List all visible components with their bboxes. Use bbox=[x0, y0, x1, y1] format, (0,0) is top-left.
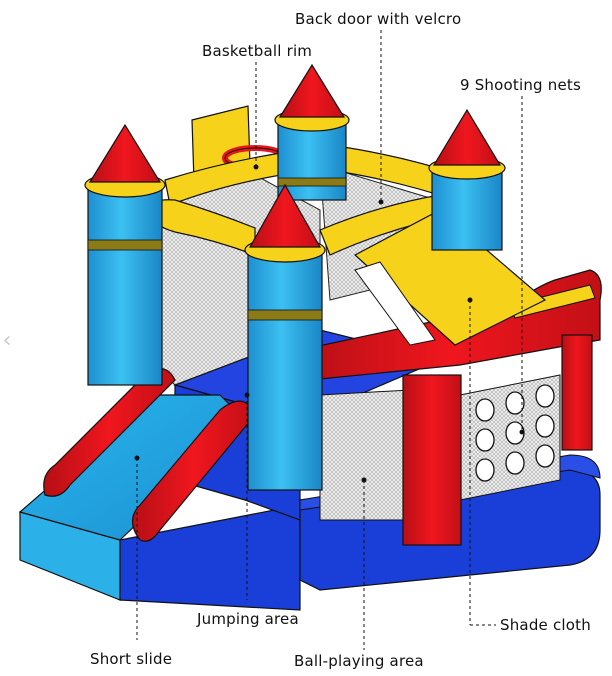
tower-back-right bbox=[428, 108, 506, 251]
red-pillar-right bbox=[561, 334, 593, 451]
shooting-nets bbox=[475, 384, 555, 482]
label-basketball-rim: Basketball rim bbox=[202, 42, 313, 60]
label-back-door: Back door with velcro bbox=[295, 10, 462, 28]
callout-dots bbox=[134, 164, 525, 483]
label-jumping-area: Jumping area bbox=[197, 610, 299, 628]
shade-roof-window bbox=[354, 261, 436, 346]
red-pillar-left bbox=[402, 374, 462, 546]
shade-roof bbox=[353, 209, 547, 346]
callout-leaders bbox=[136, 30, 523, 650]
tower-back-left bbox=[84, 123, 166, 386]
label-short-slide: Short slide bbox=[90, 650, 173, 668]
label-shooting-nets: 9 Shooting nets bbox=[460, 76, 581, 94]
label-ball-playing-area: Ball-playing area bbox=[294, 652, 424, 670]
label-shade-cloth: Shade cloth bbox=[500, 616, 591, 634]
tower-front bbox=[244, 183, 326, 491]
tower-back-center bbox=[274, 63, 350, 201]
slide-rail-right bbox=[131, 400, 256, 542]
prev-image-chevron-icon[interactable]: ‹ bbox=[2, 327, 12, 353]
ball-area-mesh-front bbox=[319, 389, 411, 521]
